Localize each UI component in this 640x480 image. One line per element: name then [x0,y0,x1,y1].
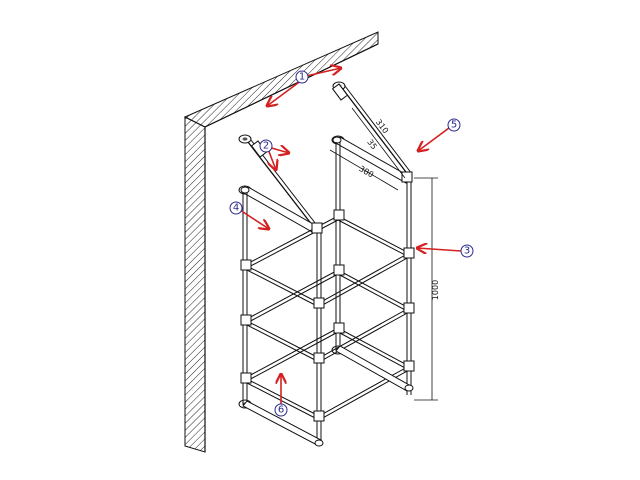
dimension-lines [329,107,438,401]
vertical-posts [242,142,412,445]
connector [311,222,323,234]
callout-6: 6 [274,403,288,417]
wall [183,31,379,453]
height-dimension: 1000 [431,280,440,300]
brace-fitting [331,83,349,101]
connector [333,322,345,334]
callout-1-number: 1 [299,72,305,83]
wall-top-face [183,31,379,128]
callout-2-number: 2 [263,141,269,152]
callout-arrow-4 [239,209,269,229]
callout-5: 5 [447,118,461,132]
shelf-frames [243,215,411,421]
callout-arrows [239,68,462,405]
wall-mounts [238,81,346,409]
connector [240,372,252,384]
callout-5-number: 5 [451,120,457,131]
callout-6-number: 6 [278,405,284,416]
callout-1: 1 [295,70,309,84]
top-arm-front [241,186,321,234]
connector [403,247,415,259]
dimension-labels: 1000 310 35 380 [357,118,440,300]
connector [333,209,345,221]
callout-3-number: 3 [464,246,470,257]
brace-dimension-line [351,107,406,179]
callout-3: 3 [460,244,474,258]
callout-2: 2 [259,139,273,153]
connector [313,352,325,364]
callouts: 1 2 3 4 5 6 [229,70,474,417]
connector [403,360,415,372]
arm-length-dimension: 380 [357,164,375,179]
diagonal-brace-rear [341,87,410,177]
connector [333,264,345,276]
connector [313,410,325,422]
connector [240,259,252,271]
callout-arrow-1a [301,68,341,78]
callout-4: 4 [229,201,243,215]
callout-arrow-5 [418,127,450,151]
connector [403,302,415,314]
bottom-rails [242,345,414,447]
shelf-level-2 [243,269,411,363]
connector [240,314,252,326]
wall-flange [238,134,252,144]
wall-side-face [184,116,206,453]
connector [313,297,325,309]
callout-arrow-3 [417,248,462,251]
callout-arrow-2b [268,148,276,170]
brace-angle-dimension: 35 [365,138,378,152]
connectors [240,171,415,422]
callout-arrow-1b [267,79,303,106]
connector [401,171,413,183]
bottom-rail-rear [335,345,412,392]
callout-4-number: 4 [233,203,239,214]
arm-dimension-line [329,149,399,191]
shelf-level-1 [243,215,411,308]
